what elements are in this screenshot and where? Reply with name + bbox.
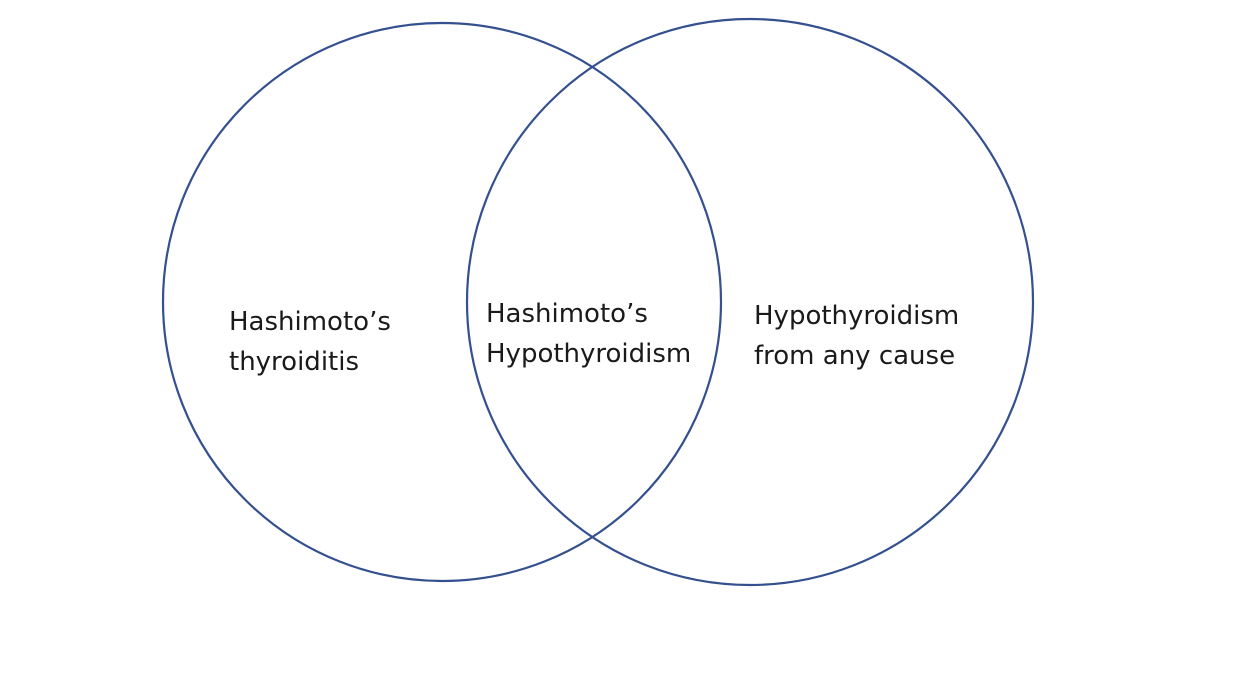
- label-hashimotos-thyroiditis: Hashimoto’s thyroiditis: [229, 302, 391, 382]
- circle-hashimotos-thyroiditis: [161, 21, 723, 583]
- circle-hypothyroidism-any-cause: [465, 17, 1035, 587]
- label-left-line-1: Hashimoto’s: [229, 307, 391, 337]
- label-center-line-2: Hypothyroidism: [486, 339, 692, 369]
- label-right-line-2: from any cause: [754, 341, 956, 371]
- label-left-line-2: thyroiditis: [229, 347, 359, 377]
- label-center-line-1: Hashimoto’s: [486, 299, 648, 329]
- label-right-line-1: Hypothyroidism: [754, 301, 960, 331]
- label-intersection: Hashimoto’s Hypothyroidism: [486, 294, 691, 374]
- label-hypothyroidism-any-cause: Hypothyroidism from any cause: [754, 296, 959, 376]
